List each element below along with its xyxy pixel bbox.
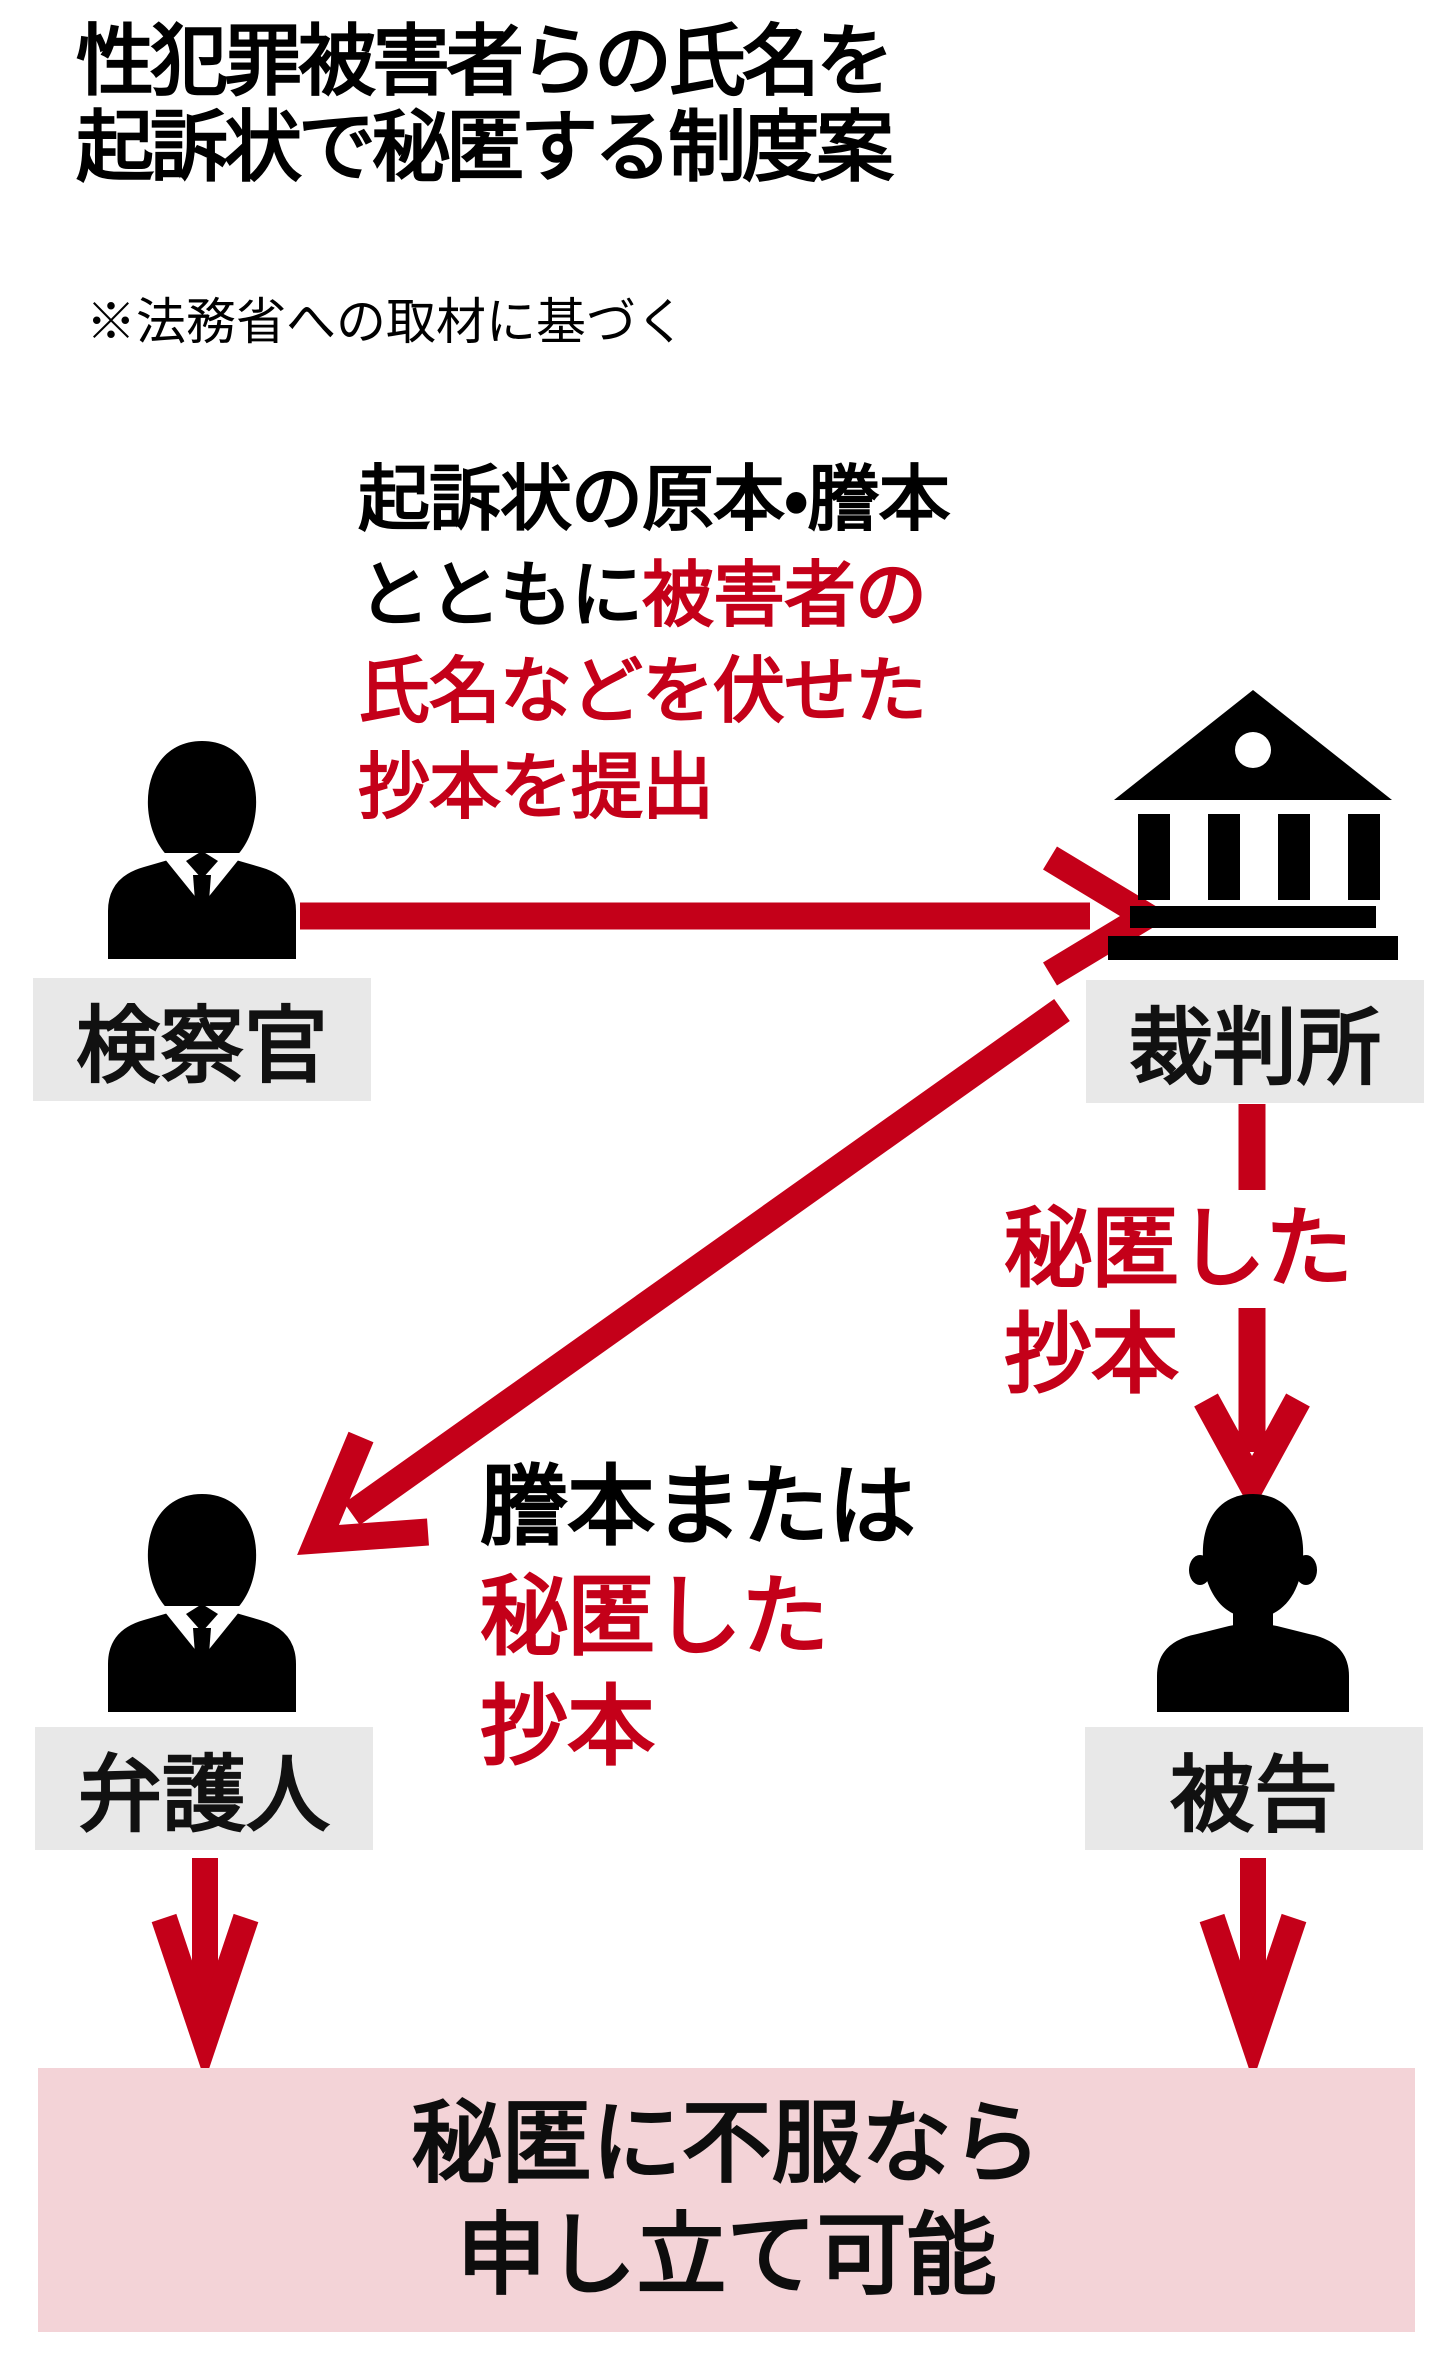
- arrow-defendant-to-appeal: [1199, 1858, 1307, 2081]
- annotation-line: 秘匿した: [1004, 1199, 1353, 1298]
- prosecutor-label-text: 検察官: [75, 999, 328, 1093]
- attorney-person-icon: [108, 1494, 296, 1712]
- node-label-defendant: 被告: [1085, 1727, 1423, 1850]
- court-building-icon: [1108, 690, 1398, 960]
- arrow-attorney-to-appeal: [151, 1858, 259, 2081]
- annotation-submit-excerpt: 起訴状の原本・謄本 とともに被害者の 氏名などを伏せた 抄本を提出: [358, 452, 950, 836]
- annotation-line: 抄本: [480, 1677, 655, 1776]
- prosecutor-person-icon: [108, 741, 296, 959]
- annotation-line: 秘匿した: [480, 1567, 829, 1666]
- annotation-copy-or-concealed: 謄本または 秘匿した 抄本: [480, 1452, 916, 1782]
- arrow-prosecutor-to-court: [300, 846, 1173, 986]
- annotation-line: 抄本: [1004, 1305, 1179, 1404]
- node-label-attorney: 弁護人: [35, 1727, 373, 1850]
- annotation-line: 謄本または: [480, 1457, 916, 1556]
- court-label-text: 裁判所: [1128, 1001, 1381, 1095]
- defendant-label-text: 被告: [1169, 1748, 1338, 1842]
- annotation-concealed-excerpt: 秘匿した 抄本: [1004, 1196, 1353, 1408]
- annotation-line: 起訴状の原本・謄本: [358, 460, 950, 540]
- annotation-line: 抄本を提出: [358, 748, 714, 828]
- attorney-label-text: 弁護人: [77, 1748, 330, 1842]
- page-title: 性犯罪被害者らの氏名を 起訴状で秘匿する制度案: [76, 17, 894, 191]
- annotation-line: とともに被害者の: [358, 556, 927, 636]
- defendant-person-icon: [1157, 1494, 1349, 1712]
- annotation-line: 氏名などを伏せた: [358, 652, 927, 732]
- appeal-info-box: 秘匿に不服なら 申し立て可能: [38, 2068, 1415, 2332]
- page-title-line1: 性犯罪被害者らの氏名を: [76, 17, 894, 105]
- appeal-line1: 秘匿に不服なら: [411, 2094, 1042, 2194]
- node-label-prosecutor: 検察官: [33, 978, 371, 1101]
- page-title-line2: 起訴状で秘匿する制度案: [76, 103, 894, 191]
- appeal-line2: 申し立て可能: [456, 2206, 997, 2306]
- source-note: ※法務省への取材に基づく: [86, 294, 686, 350]
- node-label-court: 裁判所: [1086, 980, 1424, 1103]
